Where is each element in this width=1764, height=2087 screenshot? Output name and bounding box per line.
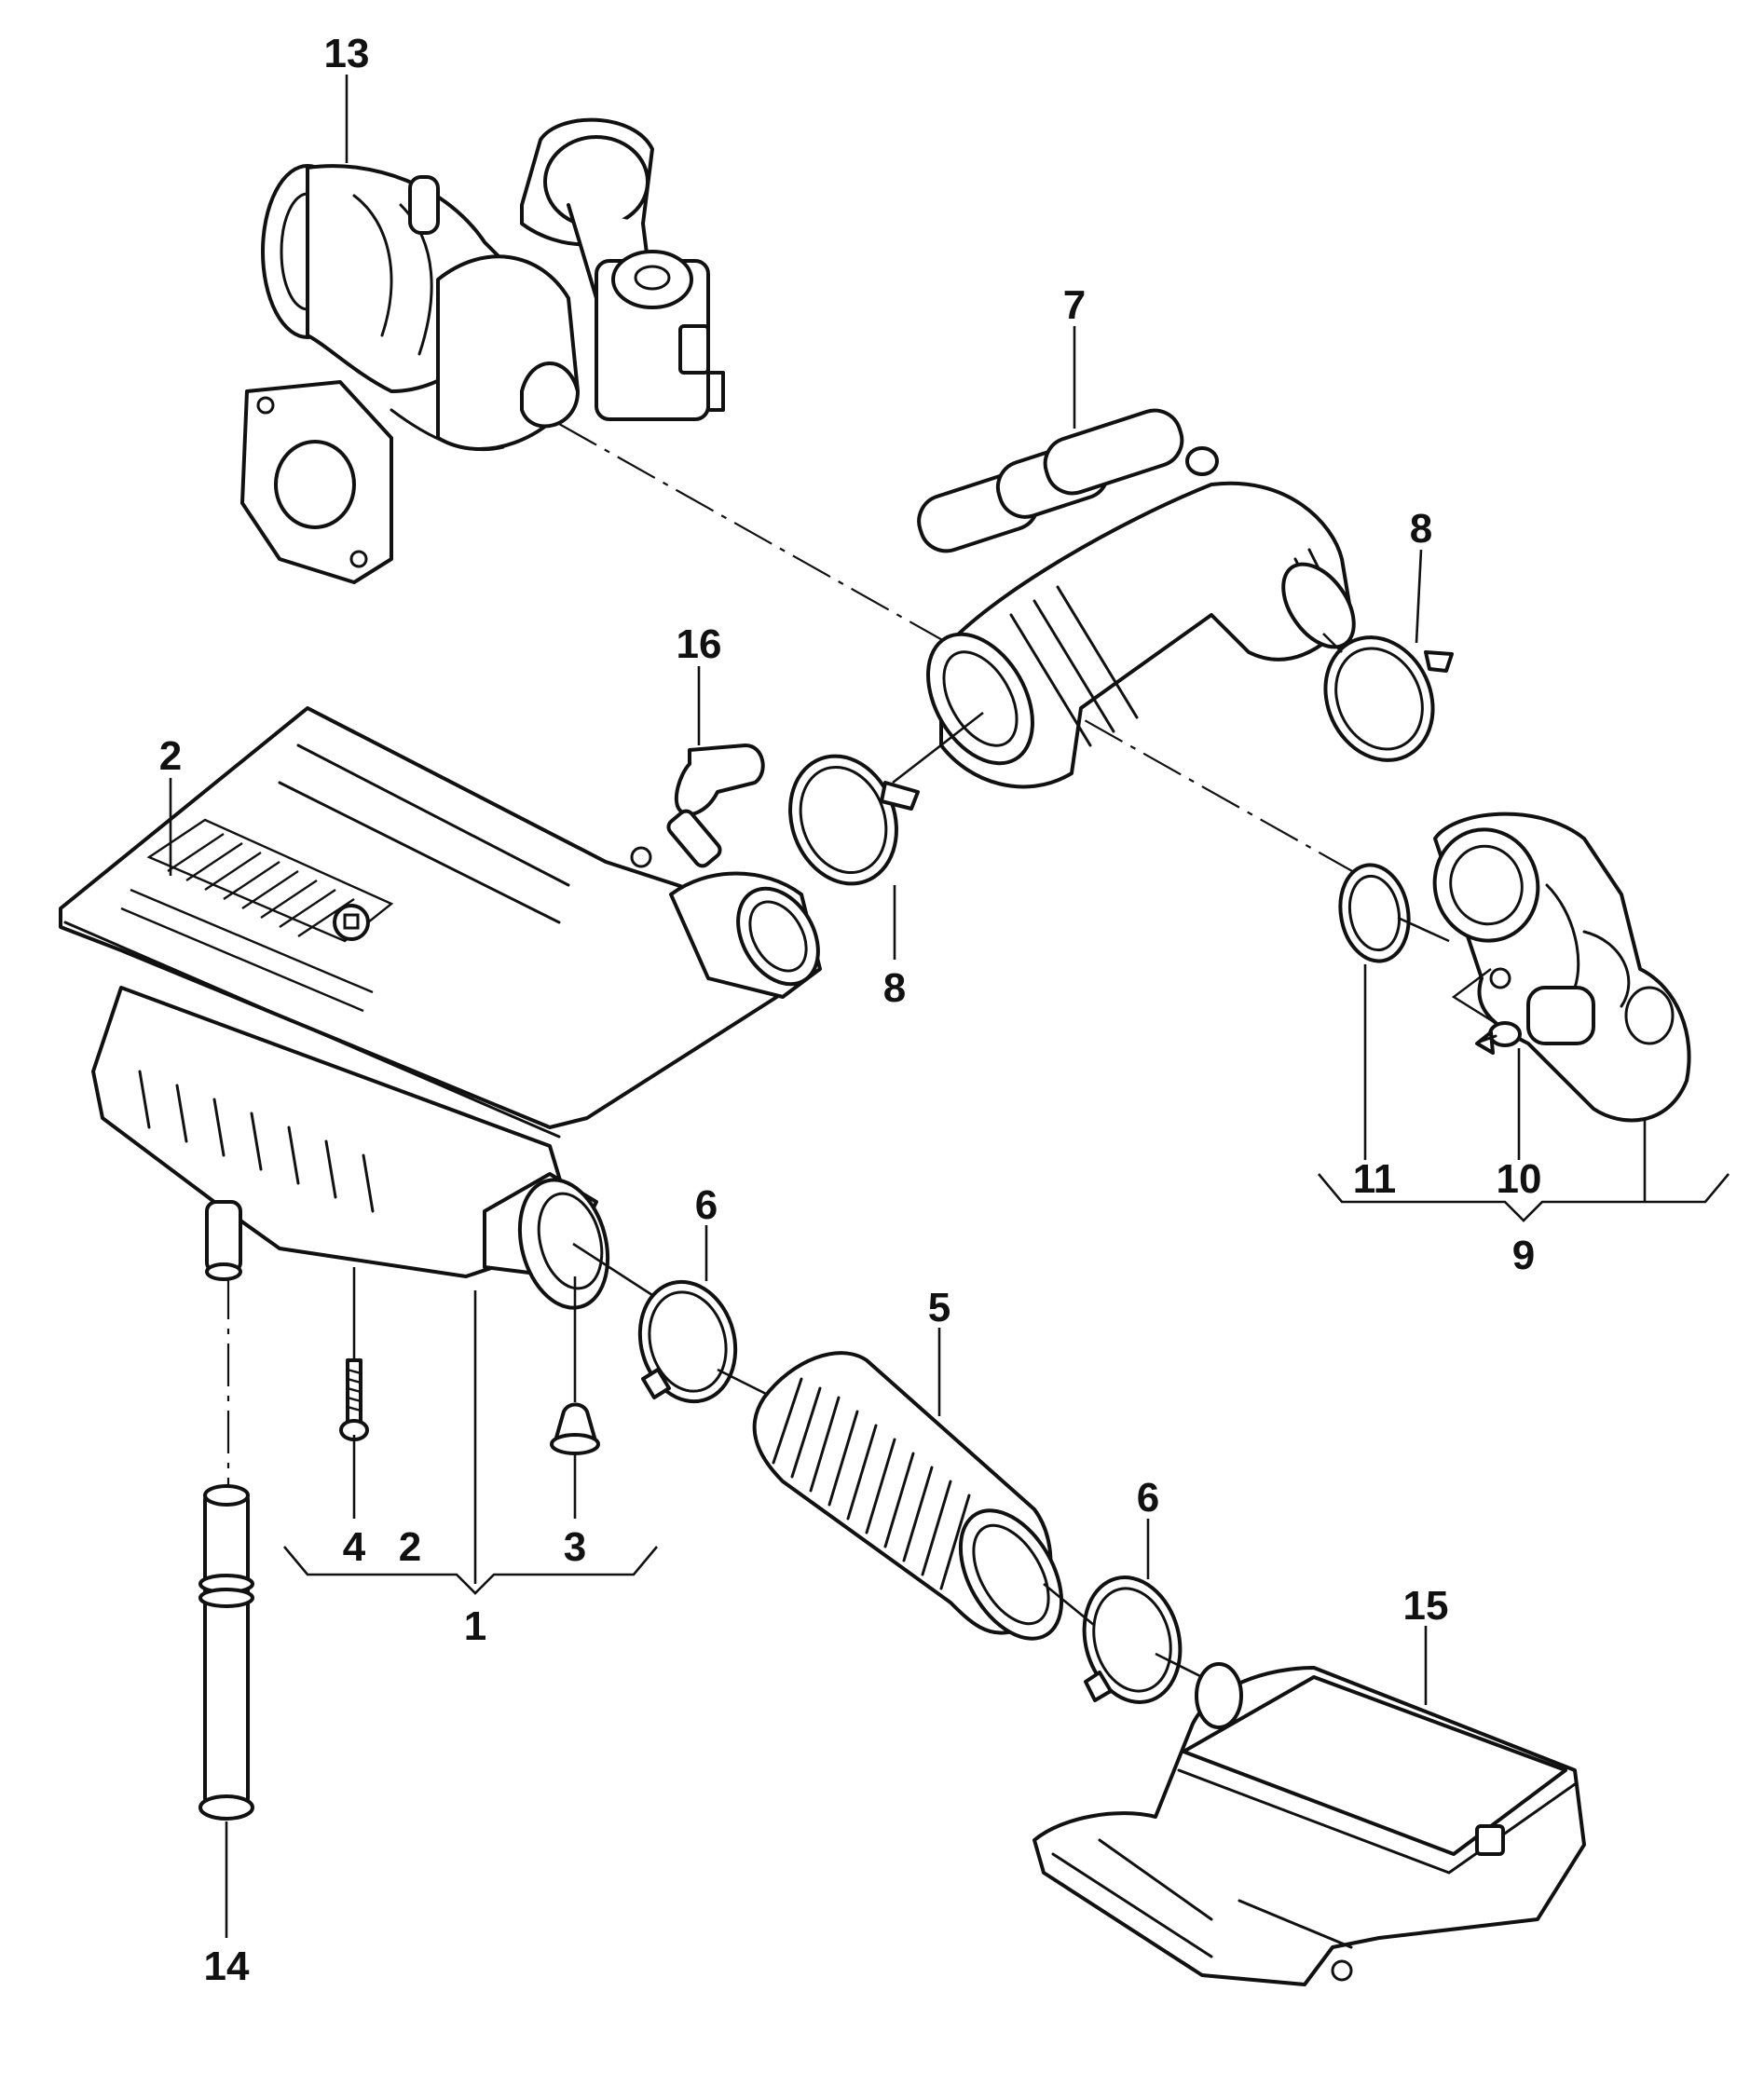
clamp-axis-upper xyxy=(892,711,984,784)
hose-axis xyxy=(1043,1582,1096,1628)
breather-pipe xyxy=(630,743,765,868)
air-flow-meter-assembly xyxy=(1432,812,1691,1123)
screw-10 xyxy=(1475,1021,1522,1055)
hose-clamp-6a xyxy=(637,1279,738,1404)
callout-labels: 13 7 8 16 2 8 11 10 9 6 5 6 4 2 3 1 15 1… xyxy=(159,31,1542,1989)
air-filter-housing xyxy=(59,706,822,1310)
seal-axis xyxy=(1397,916,1450,943)
callout-3: 3 xyxy=(564,1524,586,1570)
turbocharger xyxy=(240,117,725,584)
callout-16: 16 xyxy=(677,621,722,667)
callout-4: 4 xyxy=(343,1524,366,1570)
callout-5: 5 xyxy=(928,1285,950,1330)
callout-9: 9 xyxy=(1512,1233,1535,1278)
drain-pipe xyxy=(198,1484,254,1821)
seal-ring-11 xyxy=(1338,863,1411,963)
clamp-axis-8 xyxy=(1322,633,1343,653)
callout-13: 13 xyxy=(324,31,370,76)
air-intake-duct xyxy=(1032,1662,1586,1986)
outlet-axis xyxy=(572,1242,653,1297)
callout-6-lower: 6 xyxy=(1137,1475,1159,1521)
intake-elbow-hose xyxy=(917,408,1356,789)
grommet-3 xyxy=(550,1402,600,1455)
leader-lines xyxy=(169,75,1730,1938)
hose-clamp-6b xyxy=(1082,1575,1183,1704)
corrugated-air-hose xyxy=(752,1351,1064,1641)
callout-15: 15 xyxy=(1403,1583,1449,1629)
callout-2-top: 2 xyxy=(159,733,182,779)
callout-6-upper: 6 xyxy=(695,1182,718,1228)
callout-8-upper: 8 xyxy=(1410,506,1432,552)
callout-2-group: 2 xyxy=(399,1524,421,1570)
hose-clamp-middle xyxy=(788,754,920,886)
callout-10: 10 xyxy=(1497,1156,1542,1202)
clamp-6a-axis xyxy=(717,1368,774,1399)
screw-4 xyxy=(339,1358,369,1441)
hose-clamp-upper xyxy=(1323,635,1454,762)
callout-8-middle: 8 xyxy=(883,965,906,1011)
callout-7: 7 xyxy=(1063,282,1086,328)
callout-1: 1 xyxy=(464,1603,486,1649)
callout-11: 11 xyxy=(1353,1156,1397,1202)
callout-14: 14 xyxy=(204,1944,250,1989)
